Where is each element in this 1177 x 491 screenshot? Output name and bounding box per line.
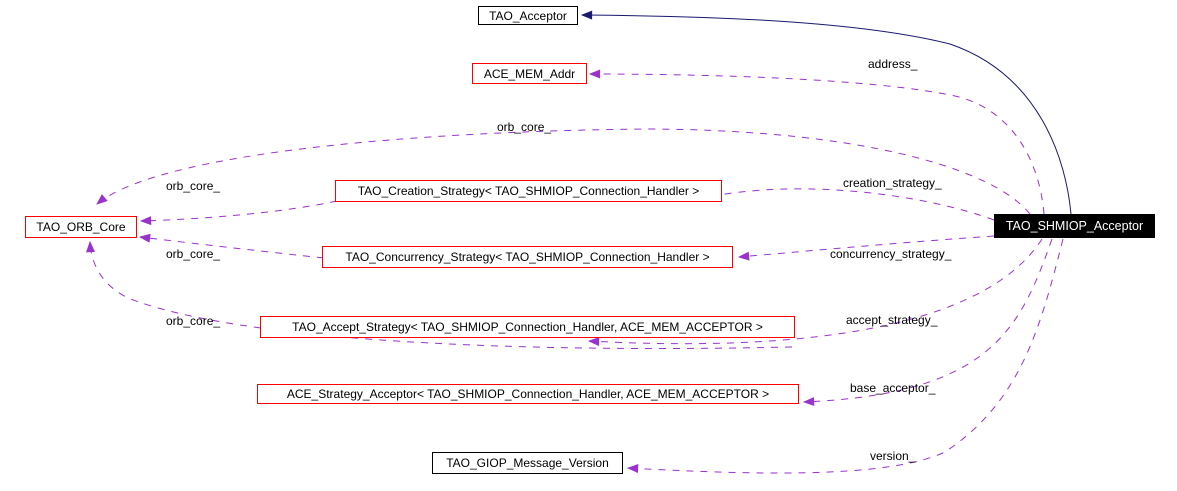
edge-label-orb-core-main: orb_core_	[497, 120, 552, 134]
edge-label-base-acceptor: base_acceptor_	[850, 381, 936, 395]
edge-creation-strategy	[697, 188, 995, 221]
edge-concurrency-strategy	[737, 235, 995, 261]
edge-label-orb-core-creation: orb_core_	[166, 179, 221, 193]
edge-inheritance-tao-acceptor	[580, 10, 1072, 215]
edge-base-acceptor	[802, 238, 1053, 407]
edge-label-orb-core-concurrency: orb_core_	[166, 247, 221, 261]
edge-label-accept-strategy: accept_strategy_	[846, 313, 938, 327]
edge-accept-strategy	[587, 238, 1043, 347]
edge-version	[626, 238, 1064, 474]
edge-orb-core-main	[96, 128, 1031, 215]
edge-orb-core-from-concurrency	[138, 233, 325, 259]
node-tao-acceptor[interactable]: TAO_Acceptor	[478, 6, 578, 25]
node-tao-shmiop-acceptor: TAO_SHMIOP_Acceptor	[994, 214, 1155, 238]
node-ace-mem-addr[interactable]: ACE_MEM_Addr	[472, 63, 587, 84]
edge-label-creation-strategy: creation_strategy_	[843, 176, 942, 190]
edge-address	[588, 69, 1045, 215]
node-tao-accept-strategy[interactable]: TAO_Accept_Strategy< TAO_SHMIOP_Connecti…	[260, 316, 795, 338]
node-tao-creation-strategy[interactable]: TAO_Creation_Strategy< TAO_SHMIOP_Connec…	[335, 180, 722, 202]
node-tao-giop-message-version[interactable]: TAO_GIOP_Message_Version	[432, 452, 623, 474]
edge-orb-core-from-accept	[86, 240, 793, 350]
edge-label-orb-core-accept: orb_core_	[166, 314, 221, 328]
node-tao-orb-core[interactable]: TAO_ORB_Core	[25, 216, 137, 238]
edge-label-version: version_	[870, 449, 916, 463]
edge-label-address: address_	[868, 57, 918, 71]
edge-orb-core-from-creation	[139, 200, 338, 226]
edge-label-concurrency-strategy: concurrency_strategy_	[830, 247, 952, 261]
node-ace-strategy-acceptor[interactable]: ACE_Strategy_Acceptor< TAO_SHMIOP_Connec…	[257, 384, 799, 404]
node-tao-concurrency-strategy[interactable]: TAO_Concurrency_Strategy< TAO_SHMIOP_Con…	[322, 246, 733, 268]
